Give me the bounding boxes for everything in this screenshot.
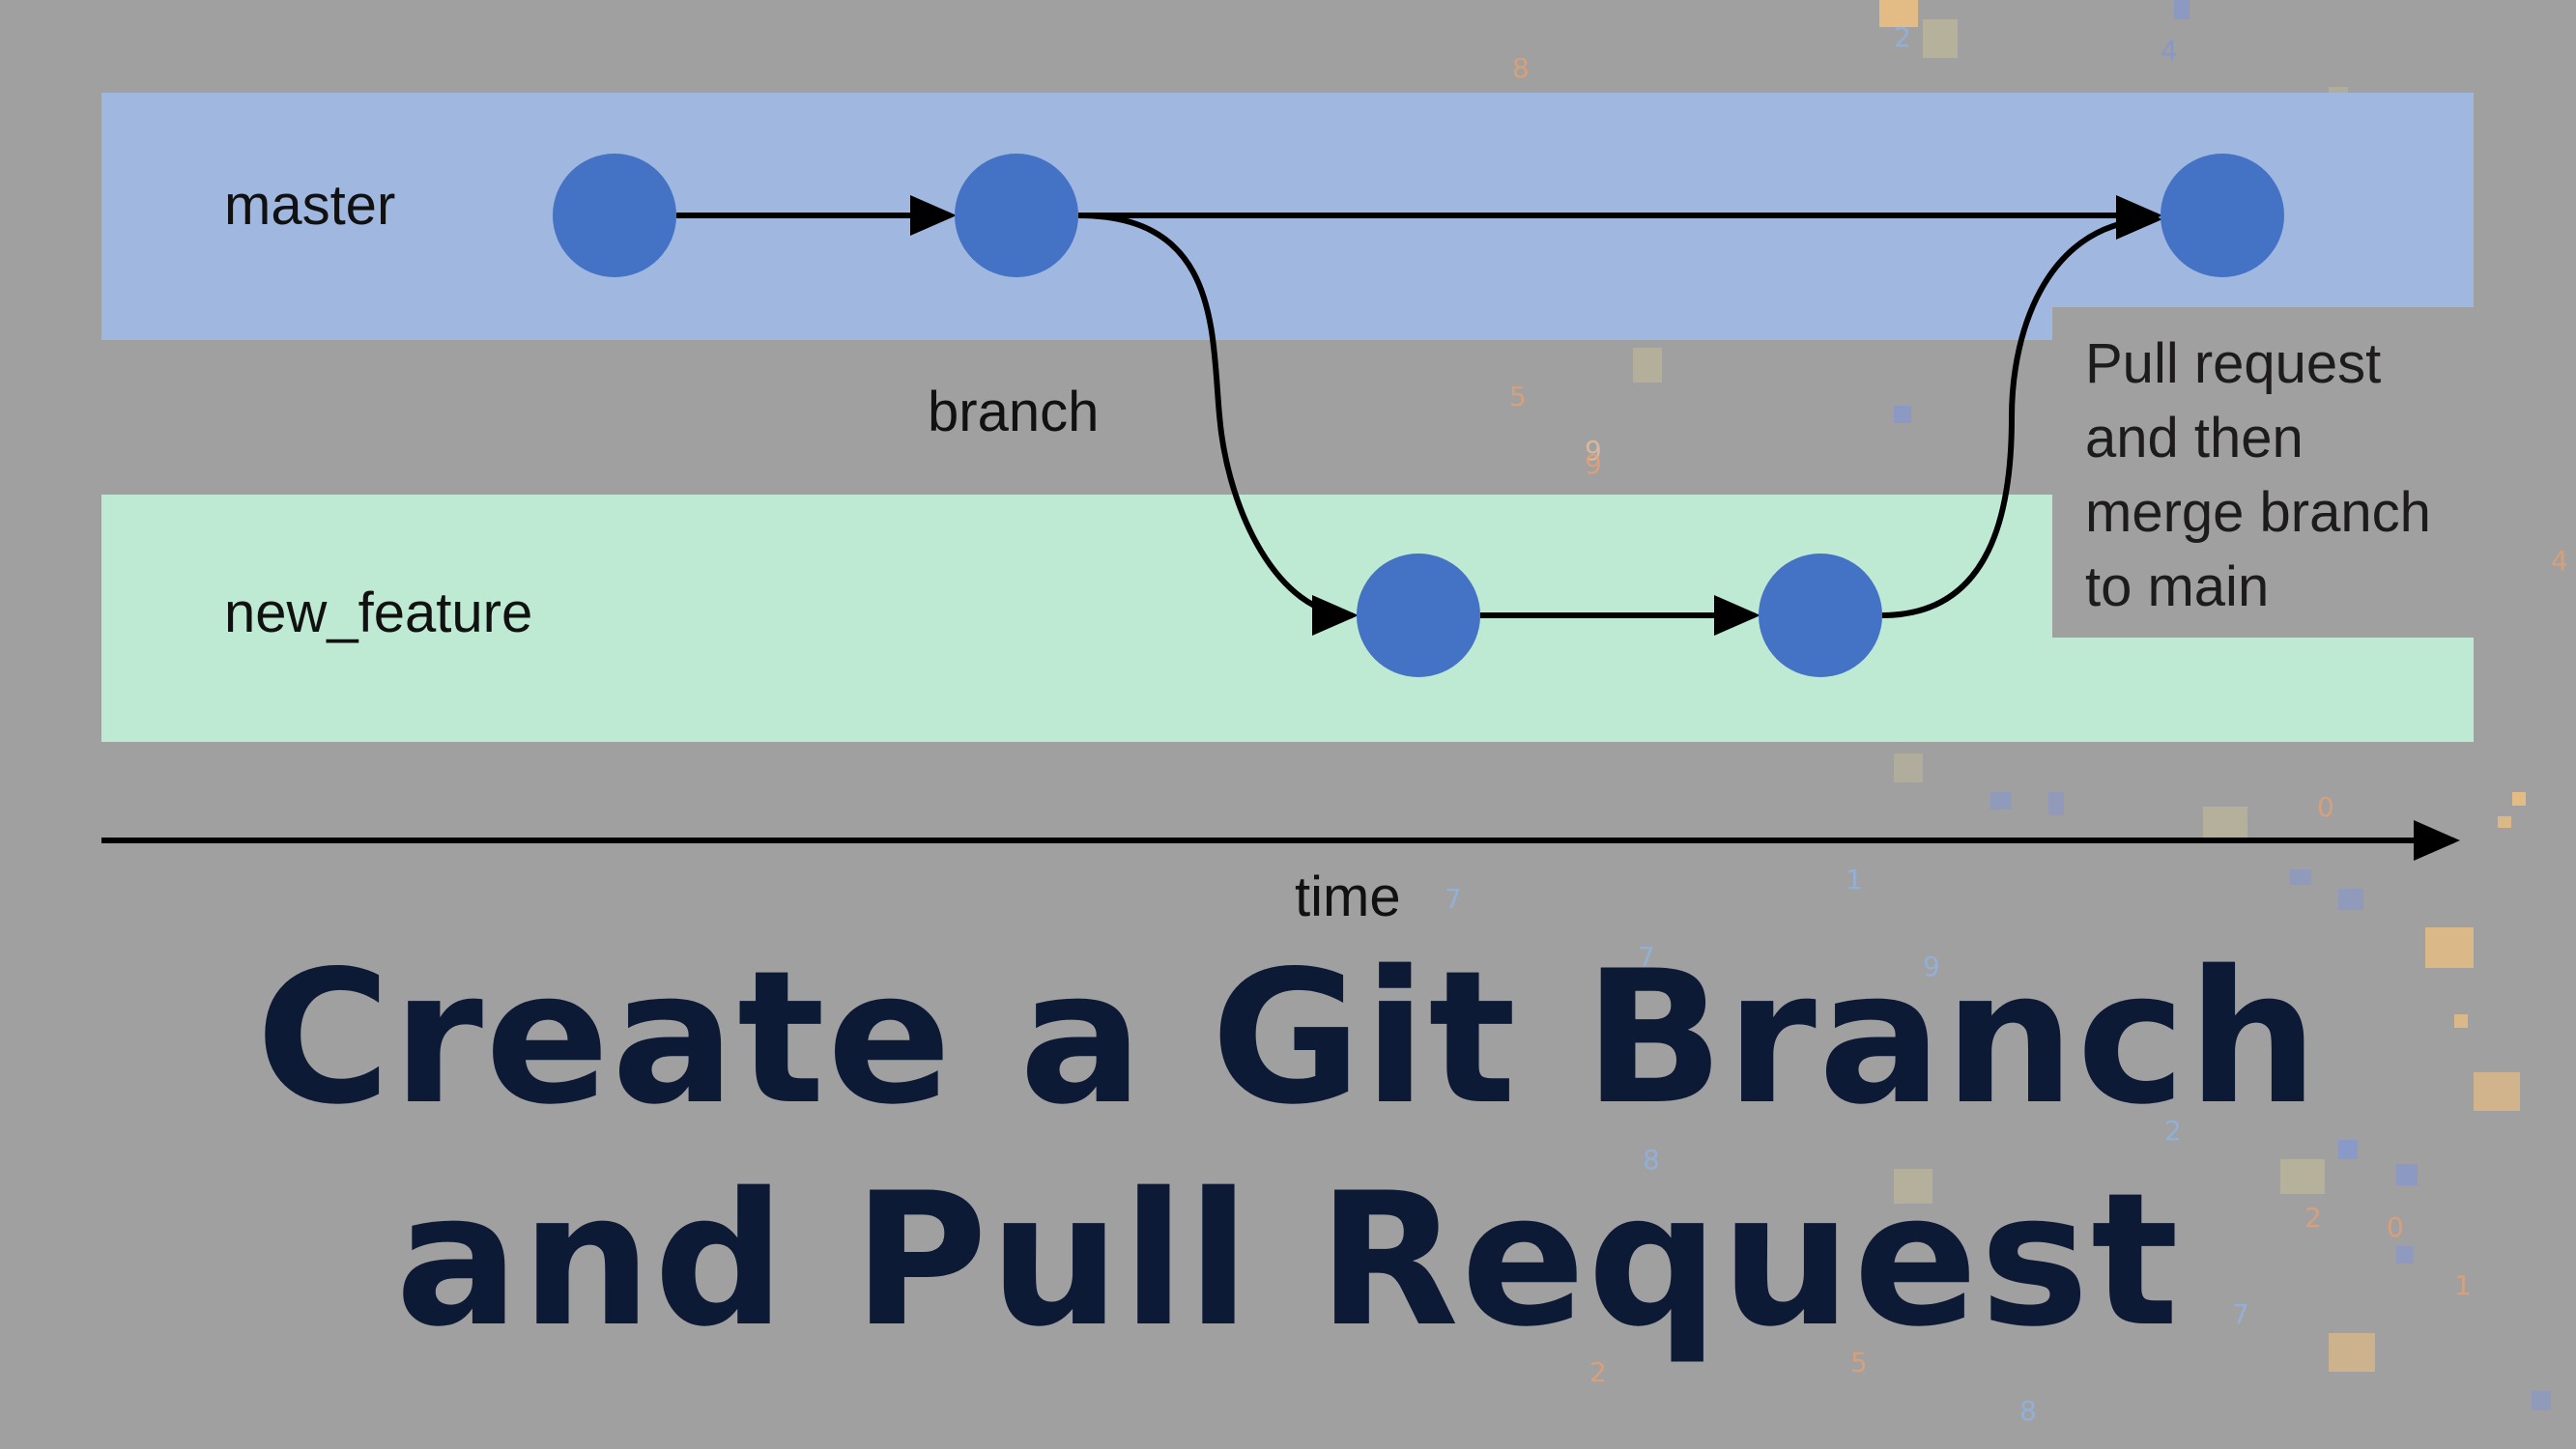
decor-square: [2280, 1159, 2325, 1194]
decor-square: [2174, 0, 2190, 19]
decor-square: [1633, 348, 1662, 383]
decor-square: [2396, 1164, 2418, 1185]
decor-square: [2338, 1140, 2358, 1159]
merge-callout-text: Pull request and then merge branch to ma…: [2085, 332, 2431, 618]
decor-square: [2396, 1246, 2414, 1264]
time-axis-label: time: [1295, 866, 1401, 928]
decor-square: [2425, 927, 2474, 968]
commit-node-f2: [1759, 554, 1882, 677]
decor-digit: 5: [1850, 1347, 1868, 1378]
decor-digit: 2: [1589, 1356, 1607, 1388]
decor-digit: 8: [1643, 1144, 1660, 1176]
decor-digit: 2: [2304, 1202, 2322, 1234]
decor-digit: 0: [2387, 1211, 2404, 1243]
commit-node-f1: [1357, 554, 1480, 677]
decor-digit: 4: [2551, 545, 2568, 577]
decor-digit: 9: [1923, 951, 1940, 982]
title-line-2: and Pull Request: [395, 1153, 2181, 1367]
decor-square: [1894, 406, 1911, 423]
decor-digit: 8: [2019, 1395, 2037, 1427]
decor-square: [2532, 1391, 2551, 1410]
decor-square: [2498, 816, 2511, 828]
decor-square: [2203, 807, 2247, 843]
commit-node-m2: [955, 154, 1078, 277]
decor-digit: 2: [2164, 1115, 2182, 1147]
decor-digit: 7: [2232, 1298, 2249, 1330]
decor-digit: 9: [1585, 448, 1602, 480]
branch-label: branch: [928, 381, 1100, 443]
lane-label-new-feature: new_feature: [224, 582, 533, 644]
edge-merge-f2-m3: [1881, 199, 2162, 618]
decor-square: [2048, 792, 2064, 815]
decor-square: [1923, 19, 1958, 58]
decor-square: [1879, 0, 1918, 27]
decor-digit: 4: [2161, 35, 2178, 67]
decor-digit: 9: [1585, 435, 1602, 467]
decor-square: [1894, 1169, 1932, 1204]
decor-square: [2512, 792, 2526, 806]
decor-digit: 7: [1445, 883, 1462, 915]
title-line-1: Create a Git Branch: [255, 931, 2321, 1145]
decor-digit: 1: [1846, 864, 1863, 895]
decor-digit: 2: [1894, 21, 1911, 53]
decor-digit: 5: [1509, 381, 1527, 412]
commit-node-m3: [2161, 154, 2284, 277]
decor-digit: 1: [2454, 1269, 2472, 1301]
decor-digit: 8: [1512, 52, 1530, 84]
edge-branch-m2-f1: [1077, 213, 1359, 636]
commit-node-m1: [553, 154, 676, 277]
decor-digit: 0: [2317, 791, 2334, 823]
decor-digit: 7: [1638, 941, 1655, 973]
decor-square: [1990, 792, 2012, 810]
lane-label-master: master: [224, 174, 396, 237]
decor-square: [1894, 753, 1923, 782]
merge-callout: Pull request and then merge branch to ma…: [2052, 307, 2474, 638]
decor-square: [2454, 1014, 2468, 1028]
decor-square: [2338, 889, 2363, 910]
decor-square: [2329, 1333, 2375, 1372]
decor-square: [2290, 869, 2311, 885]
decor-square: [2474, 1072, 2520, 1111]
